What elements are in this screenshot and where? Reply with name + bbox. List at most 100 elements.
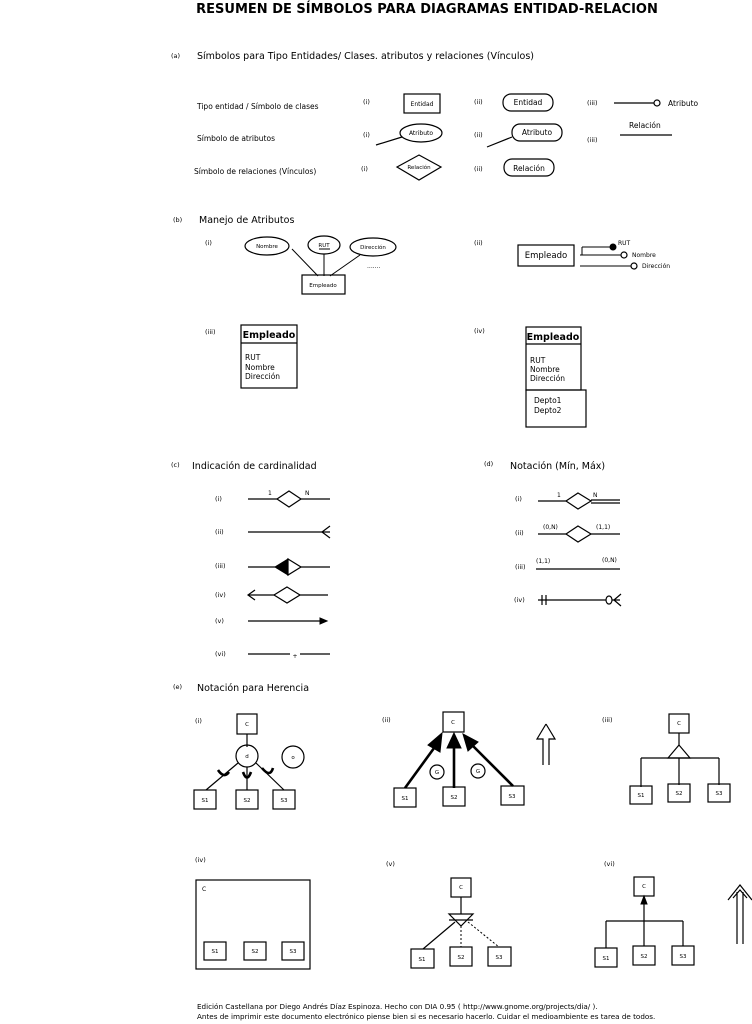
- roman-label: (ii): [474, 239, 483, 247]
- section-d-letter: (d): [484, 460, 493, 468]
- entity-rounded-label: Entidad: [514, 98, 543, 107]
- attribute-connector: [375, 136, 403, 146]
- roman-label: (iv): [514, 596, 525, 604]
- roman-label: (i): [363, 131, 370, 139]
- subclass-box: [193, 789, 217, 810]
- min-max-right: (0,N): [602, 557, 617, 564]
- attribute-nombre-label: Nombre: [256, 244, 278, 250]
- superclass-label: C: [245, 722, 249, 728]
- subclass-label: S3: [290, 949, 297, 955]
- superclass-box: [442, 711, 465, 733]
- class-attr-rut: RUT: [245, 353, 261, 362]
- relation-rounded-symbol: [503, 158, 555, 177]
- roman-label: (iv): [195, 856, 206, 864]
- subset-cup-icon: [216, 769, 231, 777]
- subclass-box: [281, 941, 305, 961]
- roman-label: (iii): [215, 562, 226, 570]
- overlap-label: o: [291, 755, 295, 761]
- subclass-label: S1: [638, 793, 645, 799]
- roman-label: (ii): [215, 528, 224, 536]
- cardinality-one: 1: [268, 490, 272, 497]
- subclass-box: [243, 941, 267, 961]
- empleado-entity-label: Empleado: [309, 283, 337, 289]
- subclass-label: S3: [716, 791, 723, 797]
- entity-rounded-symbol: [502, 93, 554, 112]
- subclass-box: [667, 783, 691, 803]
- cardinality-one: 1: [557, 492, 561, 499]
- subclass-box: [632, 945, 656, 966]
- subclass-label: S3: [509, 794, 516, 800]
- subset-cup-icon: [260, 767, 275, 775]
- subclass-label: S2: [458, 955, 465, 961]
- roman-label: (vi): [604, 860, 615, 868]
- footer-note: Antes de imprimir este documento electró…: [197, 1012, 655, 1021]
- roman-label: (v): [215, 617, 224, 625]
- roman-label: (i): [361, 165, 368, 173]
- superclass-label: C: [451, 720, 455, 726]
- superclass-container: [195, 879, 311, 970]
- relation-diamond-symbol: [395, 154, 443, 181]
- subclass-box: [449, 946, 473, 967]
- subclass-box: [393, 787, 417, 808]
- section-b-letter: (b): [173, 216, 182, 224]
- superclass-label: C: [459, 885, 463, 891]
- entity-rect-symbol: [403, 93, 441, 114]
- min-max-left: (1,1): [536, 558, 550, 565]
- relation-line-label: Relación: [629, 121, 661, 130]
- roman-label: (i): [515, 495, 522, 503]
- key-attribute-filled-icon: [609, 243, 617, 251]
- attribute-open-icon: [630, 262, 638, 270]
- attribute-rounded-symbol: [511, 123, 563, 142]
- relation-diamond-label: Relación: [407, 164, 431, 171]
- subclass-label: S1: [402, 796, 409, 802]
- superclass-label: C: [677, 721, 681, 727]
- attribute-direccion-label: Dirección: [360, 244, 386, 251]
- section-d-heading: Notación (Mín, Máx): [510, 461, 605, 472]
- double-up-arrow-icon: [727, 884, 752, 944]
- attribute-ellipse-label: Atributo: [409, 130, 433, 137]
- attribute-nombre-ellipse: [244, 236, 290, 256]
- specialization-line: [255, 762, 285, 791]
- section-e-letter: (e): [173, 683, 182, 691]
- generalization-label: G: [476, 769, 480, 775]
- cardinality-plus: +: [292, 653, 297, 660]
- section-d: (d) Notación (Mín, Máx) (i) (ii) (iii) (…: [484, 460, 622, 607]
- attribute-connector: [329, 254, 361, 277]
- empleado-class-box: [240, 324, 298, 389]
- entity-rect-label: Entidad: [411, 101, 434, 108]
- subclass-box: [594, 947, 618, 968]
- roman-label: (ii): [474, 165, 483, 173]
- subclass-box: [707, 783, 731, 803]
- roman-label: (iv): [474, 327, 485, 335]
- generalization-circle: [470, 763, 486, 779]
- roman-label: (iii): [205, 328, 216, 336]
- subclass-box: [235, 789, 259, 810]
- generalization-circle: [429, 764, 445, 780]
- multivalued-compartment: [525, 389, 587, 428]
- attribute-circle-icon: [653, 99, 661, 107]
- subclass-label: S2: [451, 795, 458, 801]
- specialization-line: [205, 762, 239, 791]
- attribute-line-label: Atributo: [668, 99, 699, 108]
- relationship-diamond: [564, 492, 593, 510]
- attribute-rounded-label: Atributo: [522, 128, 553, 137]
- section-b: (b) Manejo de Atributos (i) (ii) (iii) (…: [173, 215, 670, 428]
- subclass-label: S1: [202, 798, 209, 804]
- compartment-depto1: Depto1: [534, 396, 562, 405]
- subclass-box: [629, 785, 653, 805]
- relationship-diamond: [275, 490, 303, 508]
- section-a-letter: (a): [171, 52, 180, 60]
- subclass-label: S1: [212, 949, 219, 955]
- half-filled-diamond-right: [287, 557, 303, 577]
- arrow-left-icon: [246, 589, 256, 601]
- subclass-label: S2: [252, 949, 259, 955]
- crows-foot-icon: [321, 525, 331, 539]
- relation-rounded-label: Relación: [513, 164, 545, 173]
- arrow-head-icon: [462, 732, 479, 752]
- subclass-box: [487, 946, 512, 967]
- subclass-label: S3: [281, 798, 288, 804]
- arrow-head-icon: [427, 731, 443, 753]
- subclass-box: [203, 941, 227, 961]
- arrow-head-icon: [640, 894, 648, 905]
